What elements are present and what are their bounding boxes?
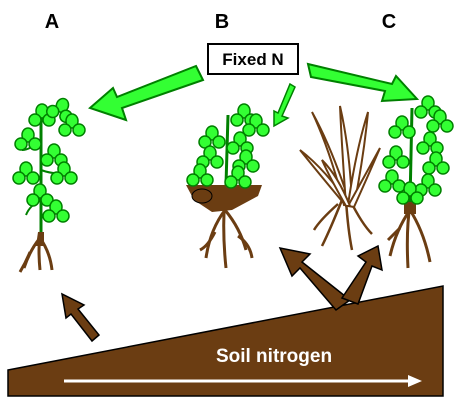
grass-blades bbox=[299, 105, 381, 209]
plant-c-roots bbox=[386, 204, 432, 269]
panel-label-c: C bbox=[382, 11, 396, 33]
fixed-n-arrow-to-a bbox=[88, 64, 205, 122]
grass-roots bbox=[312, 199, 373, 251]
plant-a-leaves bbox=[12, 93, 86, 223]
plant-a bbox=[12, 93, 86, 273]
panel-label-b: B bbox=[215, 11, 229, 33]
panel-label-a: A bbox=[45, 11, 59, 33]
fixed-n-box: Fixed N bbox=[207, 43, 299, 75]
soil-arrow-to-grass bbox=[278, 246, 352, 312]
plant-b-nodule bbox=[191, 188, 213, 204]
soil-nitrogen-label: Soil nitrogen bbox=[216, 346, 332, 367]
soil-arrow-to-a bbox=[61, 292, 101, 343]
soil-nitrogen-arrow bbox=[64, 375, 422, 387]
grass bbox=[299, 105, 381, 251]
plant-c-leaves bbox=[378, 95, 454, 205]
soil-arrow-to-c bbox=[340, 244, 383, 305]
plant-a-roots bbox=[18, 231, 54, 273]
plant-b bbox=[186, 103, 270, 269]
fixed-n-label: Fixed N bbox=[222, 50, 283, 69]
fixed-n-arrow-to-c bbox=[306, 62, 420, 103]
fixed-n-arrow-to-b bbox=[273, 82, 296, 128]
plant-c bbox=[378, 95, 454, 269]
soil-wedge bbox=[7, 285, 444, 397]
